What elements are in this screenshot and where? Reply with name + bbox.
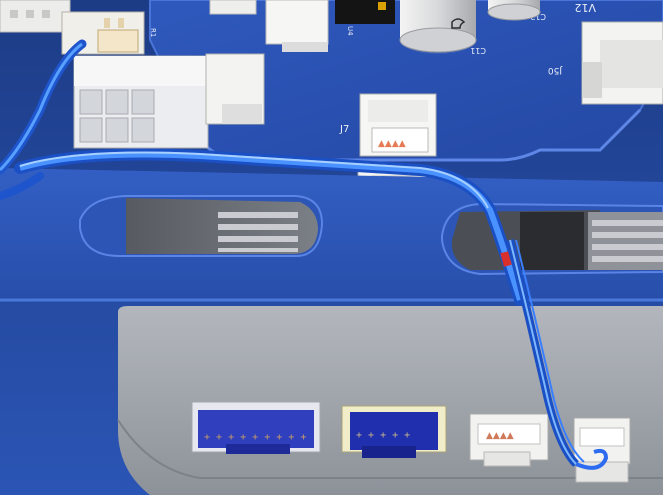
cable-ferrule (500, 251, 512, 267)
connector-pins: + + + + + + + + + (204, 432, 306, 443)
connector-pins: ▲▲▲▲ (486, 431, 514, 441)
flex-contact (218, 236, 298, 242)
capacitor-c11[interactable] (399, 0, 477, 54)
capacitor-c12[interactable] (487, 0, 541, 21)
connector-bottom-3[interactable]: ▲▲▲▲ (469, 413, 549, 467)
label-c12: C12 (530, 12, 546, 21)
flex-contact (218, 224, 298, 230)
label-u4: U4 (346, 26, 354, 36)
cable-harness[interactable] (0, 39, 609, 470)
connector-j50[interactable] (581, 21, 663, 105)
label-v12: V12 (574, 1, 596, 14)
flex-contact (218, 212, 298, 218)
ic-pin1-marker (378, 2, 386, 10)
connector-pins: + + + + + (356, 430, 410, 441)
connector-bottom-1[interactable]: + + + + + + + + + (191, 401, 321, 454)
polarity-icon (451, 18, 466, 29)
label-c11: C11 (470, 46, 486, 55)
connector-u4-side[interactable] (209, 0, 329, 52)
slot-left (79, 195, 324, 257)
panel-edge (117, 419, 663, 479)
label-j7: J7 (339, 124, 349, 135)
j7-pins: ▲▲▲▲ (378, 139, 406, 149)
power-connector-left[interactable] (73, 53, 265, 149)
label-j50: J50 (548, 65, 563, 75)
connector-bottom-2[interactable]: + + + + + (341, 405, 447, 458)
flex-contact (218, 248, 298, 252)
connector-bottom-4[interactable] (573, 417, 631, 483)
connector-j7[interactable]: ▲▲▲▲ (359, 93, 437, 157)
label-r1: R1 (149, 28, 157, 37)
slot-right (441, 202, 663, 276)
